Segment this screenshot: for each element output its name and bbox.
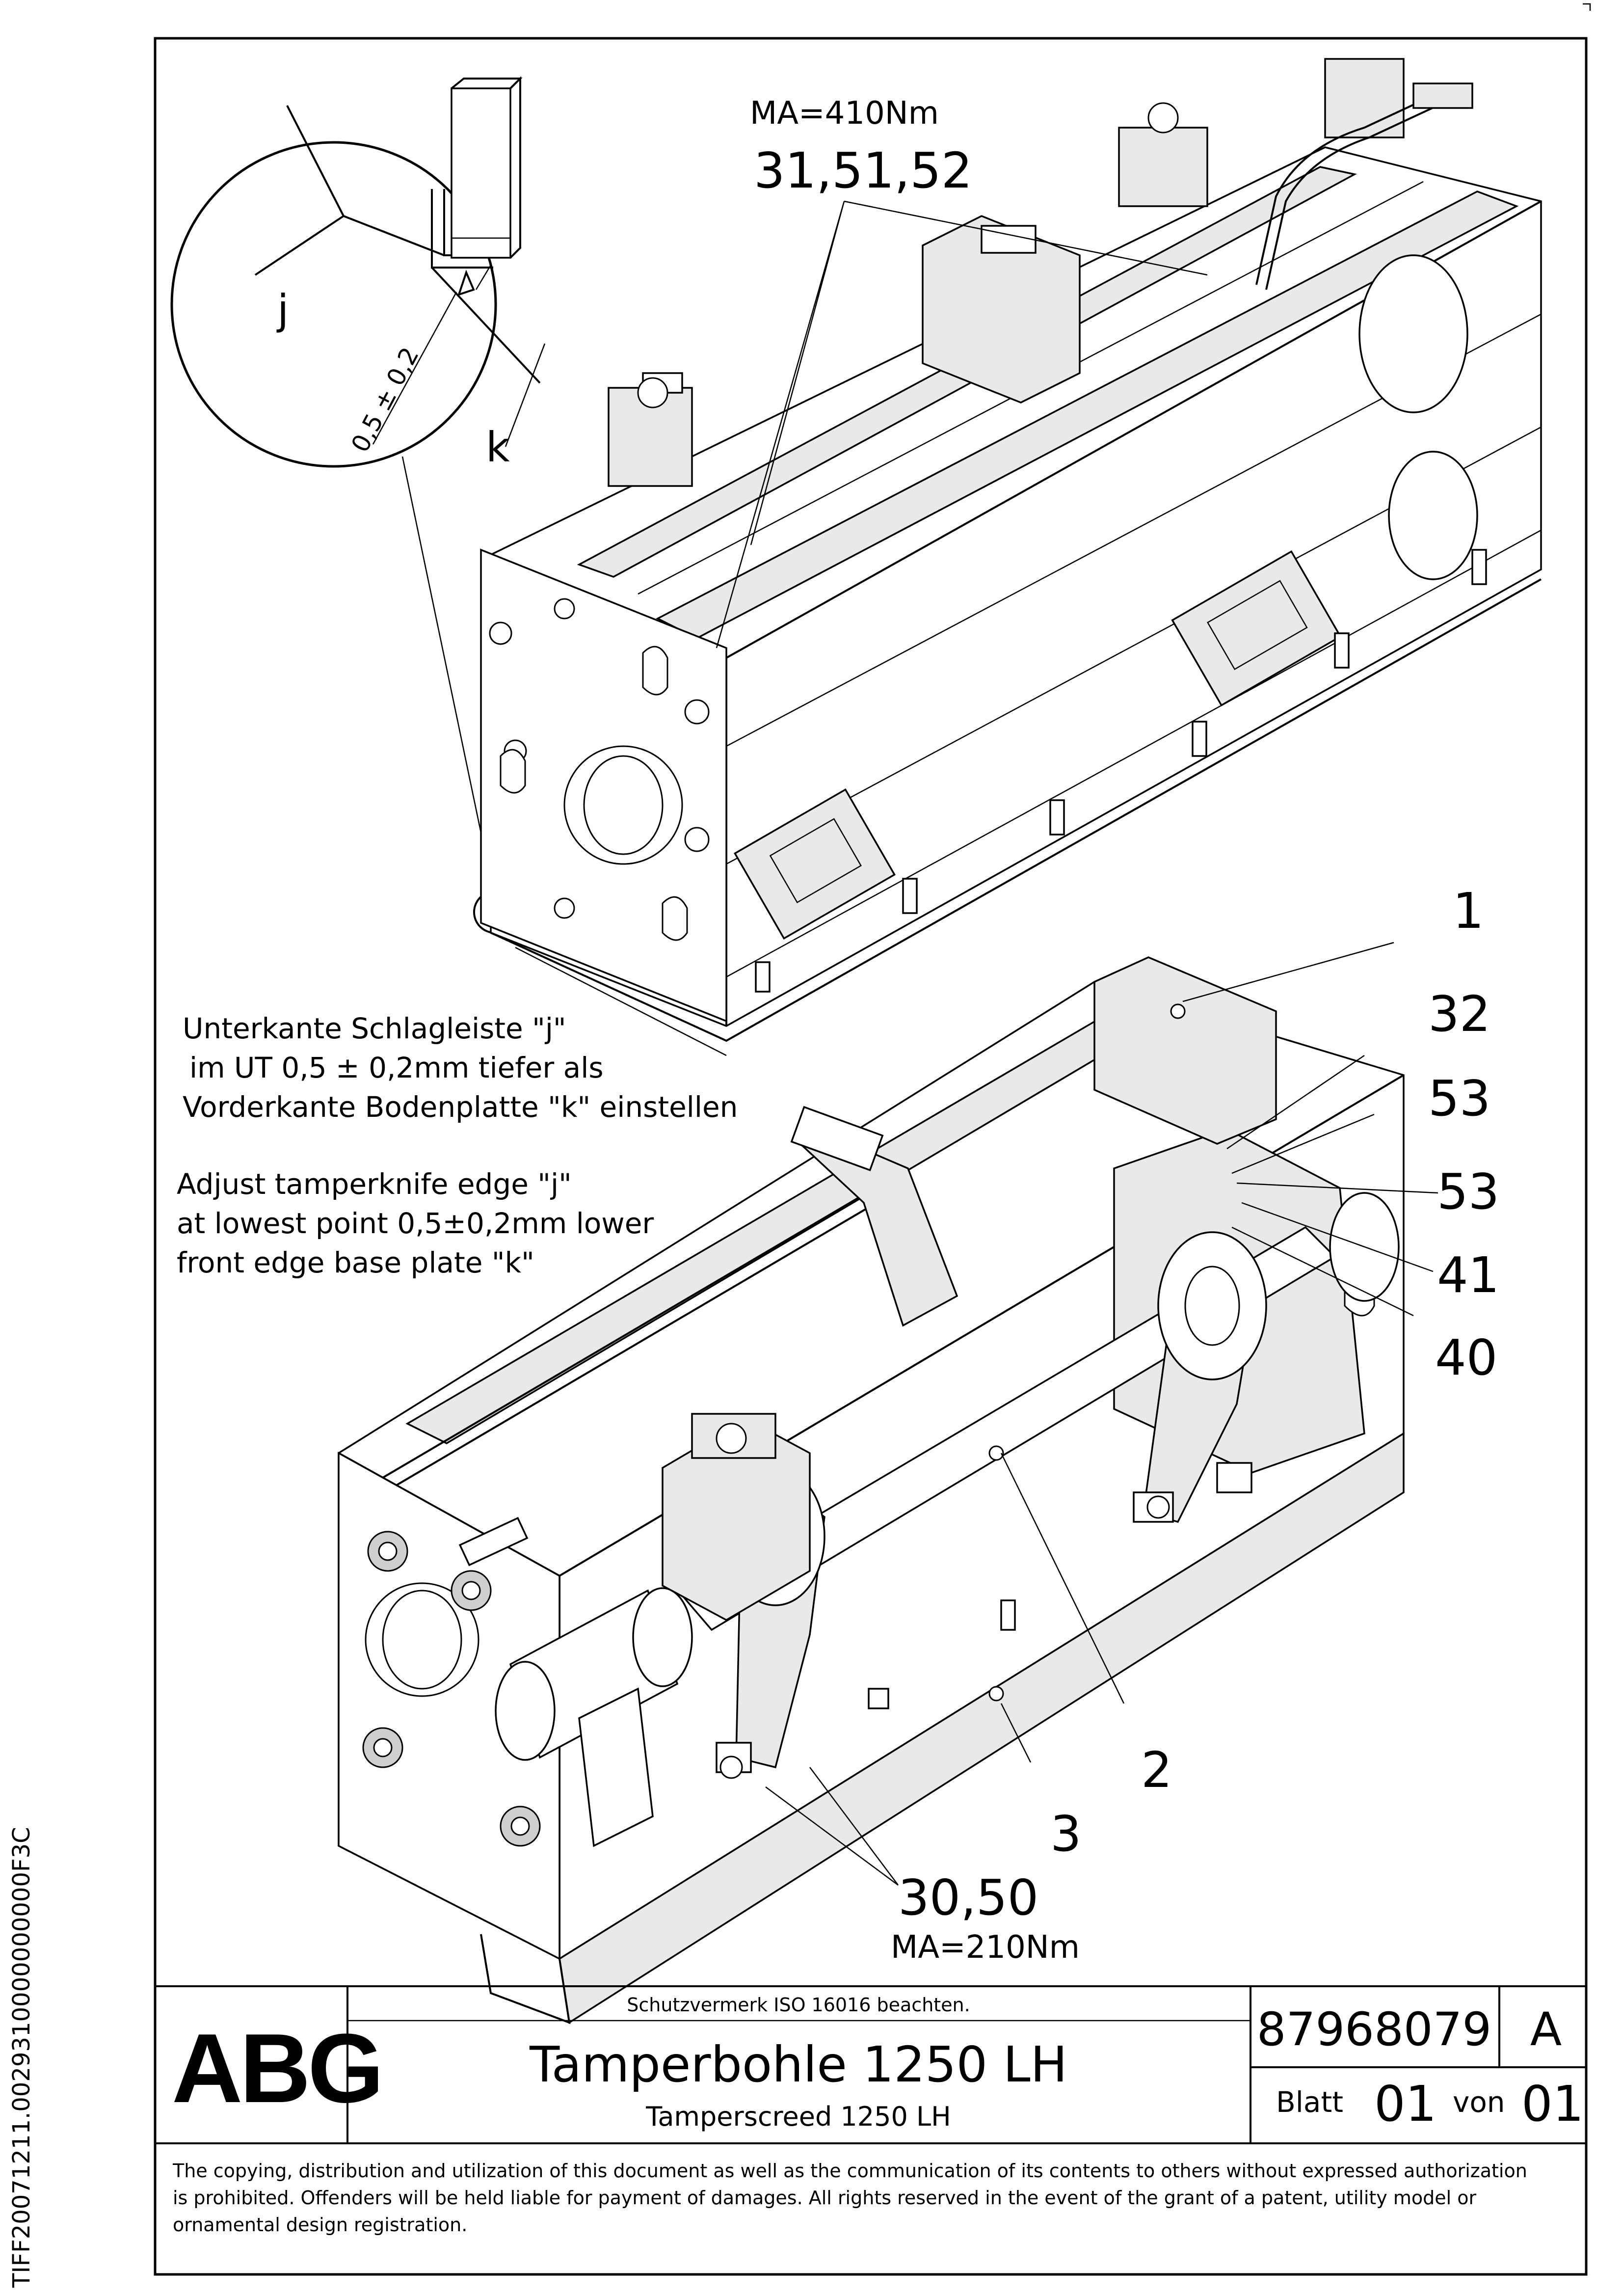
note-english-line: Adjust tamperknife edge "j" [177,1167,572,1201]
sheet-total: 01 [1521,2075,1584,2133]
upper-assembly-drawing [480,58,1542,1056]
drawing-title: Tamperbohle 1250 LH [529,2036,1067,2093]
item-41: 41 [1437,1246,1499,1304]
item-32: 32 [1428,985,1490,1043]
drawing-subtitle: Tamperscreed 1250 LH [645,2101,951,2132]
note-english-line: at lowest point 0,5±0,2mm lower [177,1207,654,1240]
protection-note: Schutzvermerk ISO 16016 beachten. [627,1994,970,2016]
sheet-number: 01 [1374,2075,1437,2133]
lower-leaders [765,942,1438,1886]
note-english: Adjust tamperknife edge "j" at lowest po… [177,1167,654,1279]
note-german-line: Unterkante Schlagleiste "j" [183,1012,566,1045]
drawing-number: 87968079 [1257,2003,1491,2056]
note-german: Unterkante Schlagleiste "j" im UT 0,5 ± … [183,1012,738,1124]
revision: A [1530,2003,1562,2056]
corner-mark [1583,3,1591,11]
item-53-b: 53 [1437,1163,1499,1220]
sheet-label: Blatt [1276,2085,1343,2119]
label-k: k [486,423,510,471]
note-german-line: im UT 0,5 ± 0,2mm tiefer als [189,1051,604,1084]
upper-leaders [716,200,1208,648]
of-label: von [1453,2085,1505,2119]
copyright-line: The copying, distribution and utilizatio… [172,2160,1527,2182]
logo: ABG [172,2014,381,2123]
side-code: TIFF20071211.0029310000000000F3C [8,1827,35,2288]
lower-assembly-drawing [338,956,1405,2025]
sheet-border [154,37,1588,2276]
item-2: 2 [1141,1741,1172,1799]
detail-circle [170,141,497,468]
item-53-a: 53 [1428,1070,1490,1127]
item-3: 3 [1050,1805,1082,1863]
upper-torque: MA=410Nm [750,95,939,132]
item-1: 1 [1453,882,1484,940]
title-block: ABG Schutzvermerk ISO 16016 beachten. Ta… [155,1985,1586,2144]
upper-item-group: 31,51,52 [754,142,972,199]
note-german-line: Vorderkante Bodenplatte "k" einstellen [183,1090,738,1124]
copyright-notice: The copying, distribution and utilizatio… [172,2160,1527,2236]
detail-view: j k 0,5 ± 0,2 [170,76,546,471]
copyright-line: is prohibited. Offenders will be held li… [173,2187,1477,2209]
copyright-line: ornamental design registration. [173,2214,467,2236]
label-j: j [276,286,289,334]
item-40: 40 [1435,1329,1497,1386]
note-english-line: front edge base plate "k" [177,1246,534,1279]
lower-torque: MA=210Nm [891,1929,1080,1966]
lower-item-group: 30,50 [898,1869,1038,1926]
